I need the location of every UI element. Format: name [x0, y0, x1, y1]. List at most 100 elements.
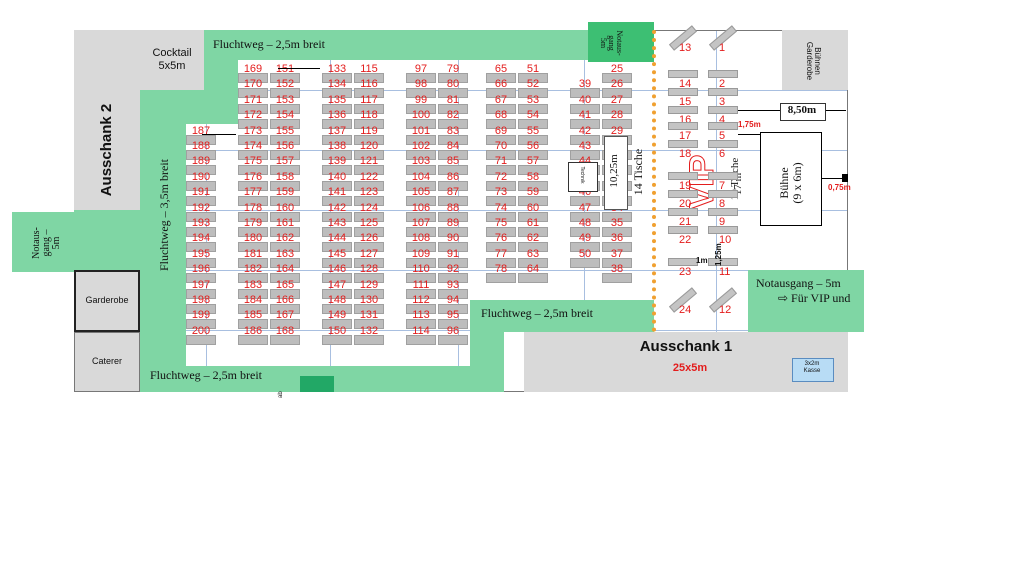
table-number: 166	[275, 294, 295, 306]
table	[406, 196, 436, 207]
vip-right-number: 11	[719, 266, 731, 278]
table-number: 176	[243, 170, 263, 183]
table	[238, 88, 268, 99]
table	[238, 165, 268, 176]
table-number: 51	[526, 63, 540, 75]
notausgang-left-label: Notaus- gang – 5m	[31, 227, 62, 259]
table-number: 136	[327, 109, 347, 122]
table	[518, 180, 548, 191]
table	[186, 134, 216, 145]
technik-box	[568, 162, 598, 192]
table-number: 133	[327, 63, 347, 75]
kasse-label: 3x2m Kasse	[803, 361, 821, 374]
fluchtweg-left-zone	[140, 90, 186, 380]
table-number: 57	[526, 155, 540, 168]
table	[438, 319, 468, 330]
table	[354, 319, 384, 330]
table	[270, 88, 300, 99]
vip-right-number: 1	[719, 42, 726, 54]
table	[322, 319, 352, 330]
table	[570, 257, 600, 268]
table-number: 88	[446, 201, 460, 214]
table-number: 198	[191, 294, 211, 306]
table	[438, 211, 468, 222]
table-number: 102	[411, 140, 431, 152]
table	[322, 165, 352, 176]
table-number: 104	[411, 170, 431, 183]
table-number: 63	[526, 247, 540, 260]
table-number: 117	[360, 93, 378, 106]
table	[406, 319, 436, 330]
table-number: 177	[243, 186, 263, 199]
table-number: 93	[446, 278, 460, 291]
table	[486, 88, 516, 99]
table-number: 92	[446, 263, 460, 276]
table	[354, 304, 384, 314]
table-number: 37	[610, 247, 624, 260]
table	[322, 304, 352, 314]
table	[406, 273, 436, 284]
vip-table	[708, 140, 738, 148]
table	[518, 227, 548, 237]
table-number: 150	[327, 324, 347, 337]
vip-table	[668, 122, 698, 130]
grid-line	[74, 330, 848, 331]
table-number: 47	[578, 201, 592, 214]
table-number: 54	[526, 109, 540, 122]
table	[438, 180, 468, 191]
table	[406, 227, 436, 237]
table	[270, 273, 300, 284]
table-number: 196	[191, 263, 211, 276]
table	[438, 304, 468, 314]
table	[322, 334, 352, 345]
table-number: 41	[578, 109, 592, 122]
table	[438, 242, 468, 253]
garderobe-area	[74, 270, 140, 332]
fluchtweg-left-exit	[74, 210, 140, 270]
table-number: 106	[411, 201, 431, 214]
table	[354, 288, 384, 299]
table	[238, 242, 268, 253]
table-number: 135	[327, 93, 347, 106]
table-number: 161	[275, 217, 295, 229]
vip-table	[668, 190, 698, 198]
table	[186, 334, 216, 345]
vip-right-number: 7	[719, 180, 726, 192]
table-number: 179	[243, 217, 263, 229]
table	[518, 119, 548, 130]
vip-right-number: 3	[719, 96, 726, 108]
vip-left-number: 18	[679, 148, 692, 160]
garderobe-label: Garderobe	[85, 295, 129, 305]
table-number: 98	[414, 78, 428, 91]
vip-left-number: 16	[679, 114, 692, 126]
table-number: 89	[446, 217, 460, 229]
table	[570, 119, 600, 130]
table	[518, 273, 548, 284]
table-number: 126	[359, 232, 379, 245]
table-number: 144	[327, 232, 347, 245]
table-number: 65	[494, 63, 508, 75]
vip-right-number: 12	[719, 304, 732, 316]
table-number: 156	[275, 140, 295, 152]
table	[438, 257, 468, 268]
table-number: 49	[578, 232, 592, 245]
table-number: 141	[327, 186, 347, 199]
fluchtweg-top-zone	[204, 30, 654, 60]
vip-dim-17-label: 17 m	[732, 172, 744, 196]
table	[406, 150, 436, 160]
table-number: 73	[494, 186, 508, 199]
table-number: 153	[275, 93, 295, 106]
table-number: 138	[327, 140, 347, 152]
table	[518, 103, 548, 114]
table	[406, 134, 436, 145]
table-number: 158	[275, 170, 295, 183]
table	[238, 180, 268, 191]
table	[322, 273, 352, 284]
table-number: 132	[359, 324, 379, 337]
table	[518, 88, 548, 99]
table-number: 171	[243, 93, 263, 106]
table-number: 36	[610, 232, 624, 245]
fluchtweg-left-label: Fluchtweg – 3,5m breit	[157, 159, 171, 271]
table	[406, 304, 436, 314]
table-number: 165	[275, 278, 295, 291]
